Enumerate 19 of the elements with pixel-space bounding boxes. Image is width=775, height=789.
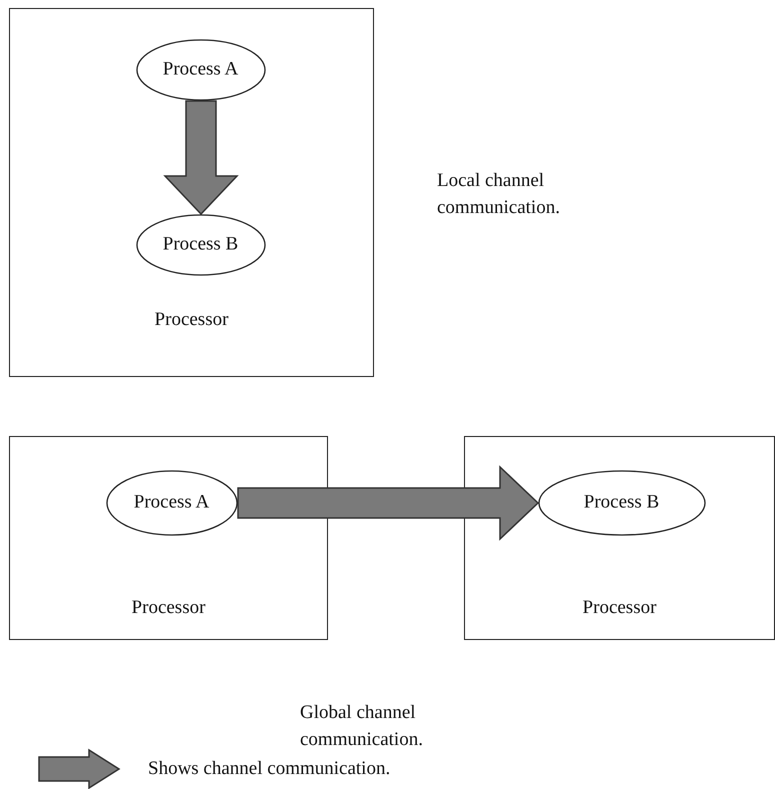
process-label: Process A bbox=[162, 57, 240, 82]
processor-box bbox=[9, 8, 374, 377]
process-ellipse bbox=[106, 470, 238, 536]
processor-box bbox=[464, 436, 775, 640]
process-label: Process A bbox=[132, 490, 210, 514]
process-ellipse bbox=[538, 470, 706, 536]
processor-label: Processor bbox=[132, 597, 206, 619]
process-label: Process B bbox=[162, 232, 240, 256]
caption-text: Local channel communication. bbox=[437, 169, 561, 220]
process-ellipse bbox=[136, 214, 266, 276]
process-label: Process B bbox=[582, 490, 660, 514]
processor-box bbox=[9, 436, 328, 640]
processor-label: Processor bbox=[582, 597, 656, 619]
caption-text: Global channel communication. bbox=[300, 701, 424, 752]
block-arrow bbox=[163, 100, 239, 216]
legend-text: Shows channel communication. bbox=[148, 757, 390, 781]
process-ellipse bbox=[136, 38, 266, 100]
block-arrow bbox=[237, 465, 540, 541]
processor-label: Processor bbox=[154, 309, 228, 331]
